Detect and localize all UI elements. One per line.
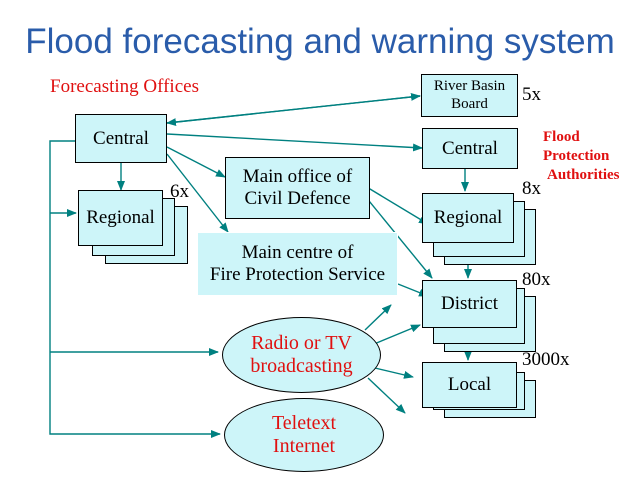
teletext-line-2: Internet: [272, 435, 336, 457]
central-forecasting-box: Central: [75, 114, 167, 163]
radio-out-arrow-4: [367, 377, 406, 414]
regional-right-multiplier: 8x: [522, 178, 541, 199]
river-basin-board-line-1: River Basin: [433, 78, 506, 95]
flood-authorities-line-1: Flood: [543, 129, 580, 145]
flood-authorities-line-2: Protection: [543, 148, 610, 164]
radio-out-arrow-3: [374, 367, 414, 379]
local-box: Local: [422, 362, 517, 408]
teletext-line-1: Teletext: [271, 412, 337, 434]
flood-authorities-line-3: Authorities: [547, 167, 620, 183]
teletext-internet-oval: Teletext Internet: [224, 398, 384, 472]
river-basin-board-line-2: Board: [451, 95, 488, 112]
regional-forecasting-box: Regional: [78, 190, 163, 246]
district-multiplier: 80x: [522, 269, 551, 290]
civil-defence-box: Main office of Civil Defence: [225, 157, 370, 219]
fire-protection-line-2: Fire Protection Service: [209, 264, 386, 285]
river-basin-multiplier: 5x: [522, 84, 541, 105]
forecasting-offices-label: Forecasting Offices: [50, 76, 199, 97]
radio-tv-line-2: broadcasting: [250, 355, 353, 377]
central-to-central-arrow: [166, 133, 423, 152]
regional-left-multiplier: 6x: [170, 181, 189, 202]
radio-tv-broadcasting-oval: Radio or TV broadcasting: [222, 317, 381, 393]
left-bracket-line: [49, 140, 221, 438]
river-basin-board-box: River Basin Board: [421, 74, 518, 117]
central-to-fire-arrow: [166, 153, 229, 233]
civil-defence-line-1: Main office of: [242, 166, 353, 188]
civil-defence-line-2: Civil Defence: [244, 188, 351, 209]
fire-protection-box: Main centre of Fire Protection Service: [197, 232, 398, 296]
district-box: District: [422, 280, 517, 328]
fire-protection-line-1: Main centre of: [241, 242, 354, 264]
local-multiplier: 3000x: [522, 349, 570, 370]
radio-out-arrow-2: [373, 324, 421, 345]
civil-defence-to-regional-arrow: [364, 185, 429, 225]
flood-protection-authorities-label: Flood Protection Authorities: [543, 128, 620, 185]
central-authority-box: Central: [422, 128, 518, 169]
page-title: Flood forecasting and warning system: [25, 22, 615, 61]
regional-authority-box: Regional: [422, 193, 514, 243]
river-basin-central-arrow: [166, 95, 421, 127]
radio-out-arrow-1: [364, 304, 392, 331]
central-to-civil-defence-arrow: [166, 146, 226, 178]
radio-tv-line-1: Radio or TV: [251, 332, 352, 354]
civil-defence-to-district-arrow: [364, 195, 433, 279]
